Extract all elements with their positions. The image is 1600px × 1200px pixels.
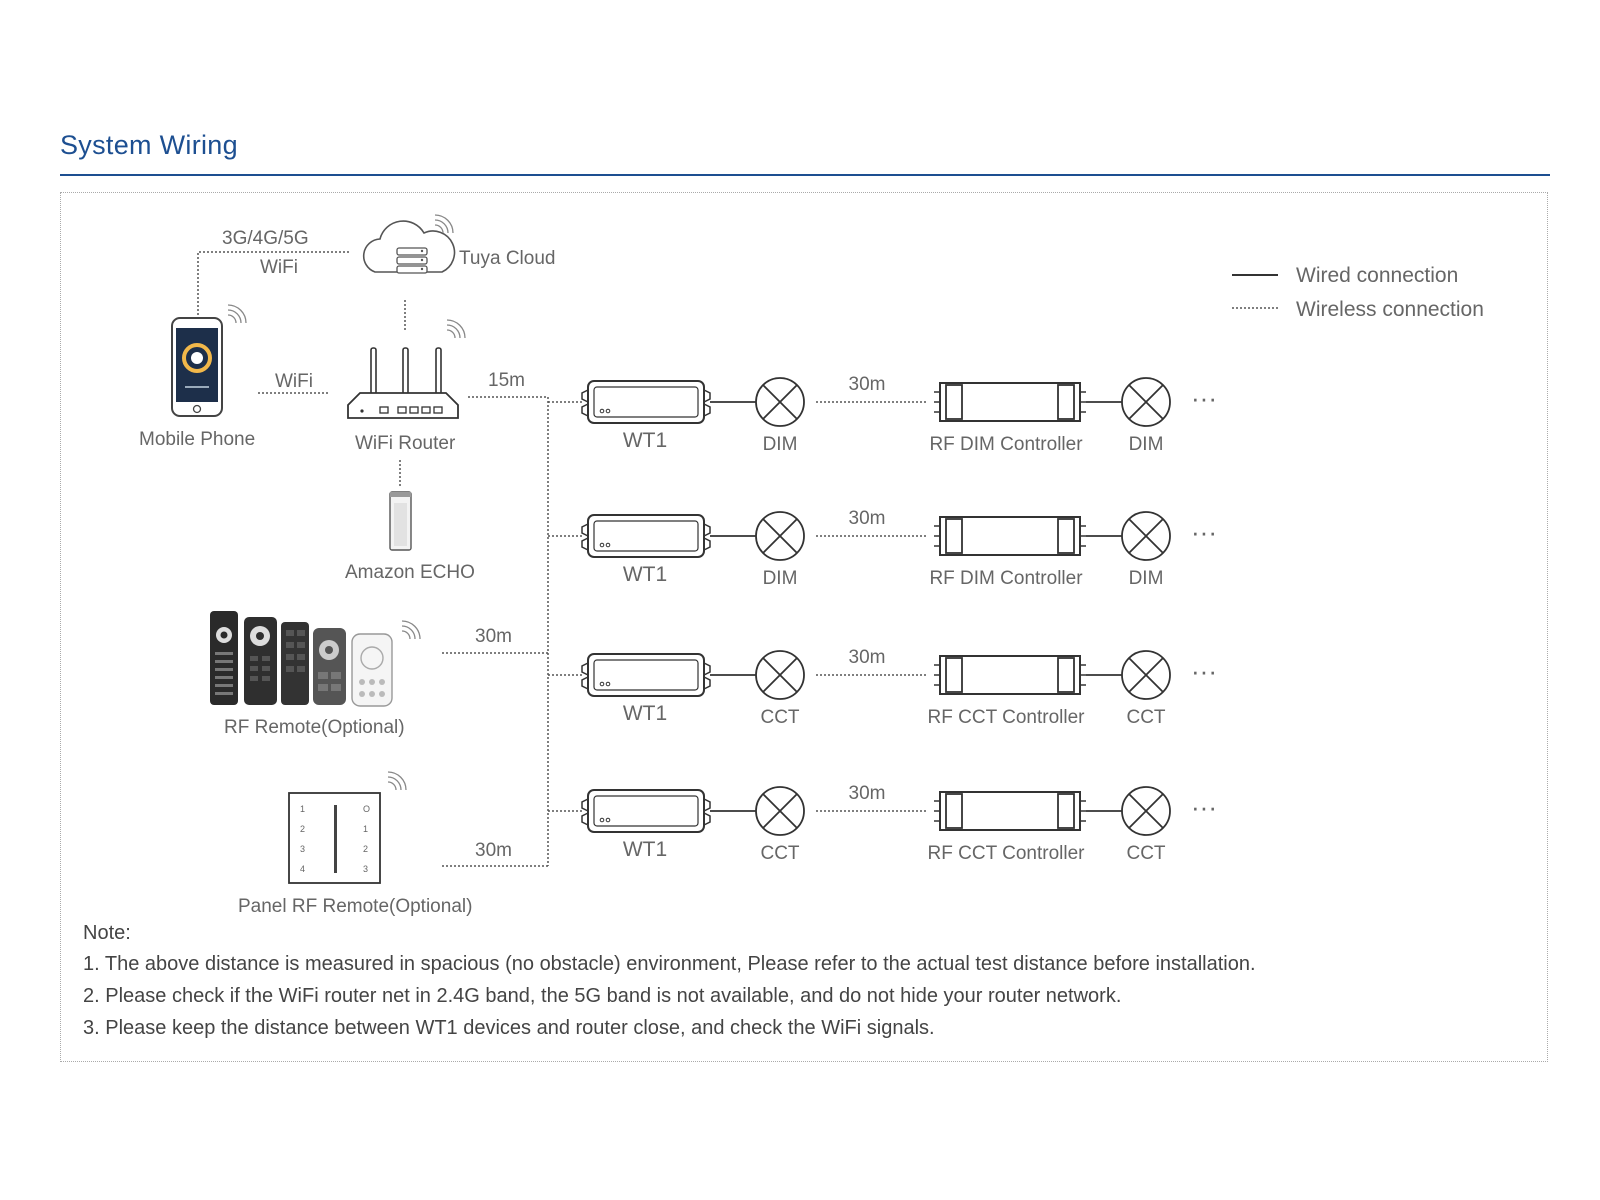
more-indicator: ··· bbox=[1191, 383, 1217, 413]
lamp-label: DIM bbox=[763, 568, 798, 589]
panel-key: 2 bbox=[363, 844, 368, 854]
amazon-echo-label: Amazon ECHO bbox=[345, 562, 475, 583]
device-row: WT1 CCT 30m RF CCT Controller CCT ··· bbox=[548, 647, 1217, 728]
panel-key: 3 bbox=[300, 844, 305, 854]
page-title: System Wiring bbox=[60, 130, 238, 160]
panel-right-keys: O 1 2 3 bbox=[363, 804, 370, 874]
lamp-icon bbox=[1121, 786, 1171, 836]
phone-wifi-icon bbox=[227, 304, 247, 324]
lamp-icon bbox=[755, 650, 805, 700]
panel-remote-icon bbox=[288, 792, 381, 884]
wt1-device-icon bbox=[581, 789, 711, 833]
panel-key: 1 bbox=[300, 804, 305, 814]
panel-remote-wifi-icon bbox=[387, 771, 407, 791]
lamp-icon bbox=[1121, 377, 1171, 427]
wt1-device-icon bbox=[581, 514, 711, 558]
panel-left-keys: 1 2 3 4 bbox=[300, 804, 305, 874]
mobile-phone-icon bbox=[171, 317, 223, 417]
cloud-icon bbox=[362, 220, 456, 274]
mobile-phone-label: Mobile Phone bbox=[139, 429, 255, 450]
wt1-device-icon bbox=[581, 653, 711, 697]
rf-remote-label: RF Remote(Optional) bbox=[224, 717, 405, 738]
note-item: 2. Please check if the WiFi router net i… bbox=[83, 985, 1122, 1007]
panel-key: 4 bbox=[300, 864, 305, 874]
note-item: 1. The above distance is measured in spa… bbox=[83, 953, 1256, 975]
device-label: WT1 bbox=[623, 429, 667, 452]
phone-cloud-link bbox=[197, 251, 350, 315]
device-row: WT1 DIM 30m RF DIM Controller DIM ··· bbox=[548, 374, 1217, 455]
controller-label: RF CCT Controller bbox=[928, 707, 1086, 728]
more-indicator: ··· bbox=[1191, 656, 1217, 686]
wt1-device-icon bbox=[581, 380, 711, 424]
device-row: WT1 DIM 30m RF DIM Controller DIM ··· bbox=[548, 508, 1217, 589]
lamp-icon bbox=[1121, 650, 1171, 700]
rf-remote-wifi-icon bbox=[401, 620, 421, 640]
controller-label: RF DIM Controller bbox=[929, 434, 1083, 455]
notes: Note: 1. The above distance is measured … bbox=[83, 922, 1256, 1049]
rf-controller-icon bbox=[934, 382, 1086, 422]
distance-label: 30m bbox=[849, 508, 886, 529]
lamp-label: CCT bbox=[760, 707, 799, 728]
distance-label: 30m bbox=[849, 783, 886, 804]
cellular-label: 3G/4G/5G bbox=[222, 228, 309, 249]
device-label: WT1 bbox=[623, 702, 667, 725]
lamp-icon bbox=[755, 377, 805, 427]
device-label: WT1 bbox=[623, 563, 667, 586]
lamp-label: CCT bbox=[1126, 707, 1165, 728]
panel-key: 2 bbox=[300, 824, 305, 834]
panel-key: O bbox=[363, 804, 370, 814]
controller-label: RF CCT Controller bbox=[928, 843, 1086, 864]
device-label: WT1 bbox=[623, 838, 667, 861]
rf-remote-icon bbox=[210, 611, 393, 707]
device-row: WT1 CCT 30m RF CCT Controller CCT ··· bbox=[548, 783, 1217, 864]
router-distance-label: 15m bbox=[488, 370, 525, 391]
wifi-top-label: WiFi bbox=[260, 257, 298, 278]
rf-controller-icon bbox=[934, 655, 1086, 695]
lamp-icon bbox=[1121, 511, 1171, 561]
panel-key: 1 bbox=[363, 824, 368, 834]
more-indicator: ··· bbox=[1191, 517, 1217, 547]
amazon-echo-icon bbox=[389, 491, 412, 551]
tuya-cloud-label: Tuya Cloud bbox=[459, 248, 555, 269]
wifi-router-icon bbox=[347, 347, 459, 419]
note-title: Note: bbox=[83, 922, 131, 944]
wifi-router-label: WiFi Router bbox=[355, 433, 456, 454]
controller-label: RF DIM Controller bbox=[929, 568, 1083, 589]
note-item: 3. Please keep the distance between WT1 … bbox=[83, 1017, 935, 1039]
rf-remote-distance: 30m bbox=[475, 626, 512, 647]
rf-controller-icon bbox=[934, 516, 1086, 556]
lamp-icon bbox=[755, 511, 805, 561]
lamp-label: CCT bbox=[1126, 843, 1165, 864]
more-indicator: ··· bbox=[1191, 792, 1217, 822]
rf-controller-icon bbox=[934, 791, 1086, 831]
router-wifi-icon bbox=[446, 319, 466, 339]
wifi-mid-label: WiFi bbox=[275, 371, 313, 392]
panel-key: 3 bbox=[363, 864, 368, 874]
distance-label: 30m bbox=[849, 647, 886, 668]
panel-remote-distance: 30m bbox=[475, 840, 512, 861]
diagram-frame bbox=[60, 192, 1548, 1062]
lamp-icon bbox=[755, 786, 805, 836]
cloud-wifi-icon bbox=[434, 214, 454, 234]
distance-label: 30m bbox=[849, 374, 886, 395]
title-underline bbox=[60, 174, 1550, 176]
panel-remote-label: Panel RF Remote(Optional) bbox=[238, 896, 472, 917]
lamp-label: DIM bbox=[1129, 434, 1164, 455]
legend-wireless-label: Wireless connection bbox=[1296, 298, 1484, 321]
lamp-label: DIM bbox=[763, 434, 798, 455]
legend-wired-label: Wired connection bbox=[1296, 264, 1458, 287]
lamp-label: DIM bbox=[1129, 568, 1164, 589]
lamp-label: CCT bbox=[760, 843, 799, 864]
